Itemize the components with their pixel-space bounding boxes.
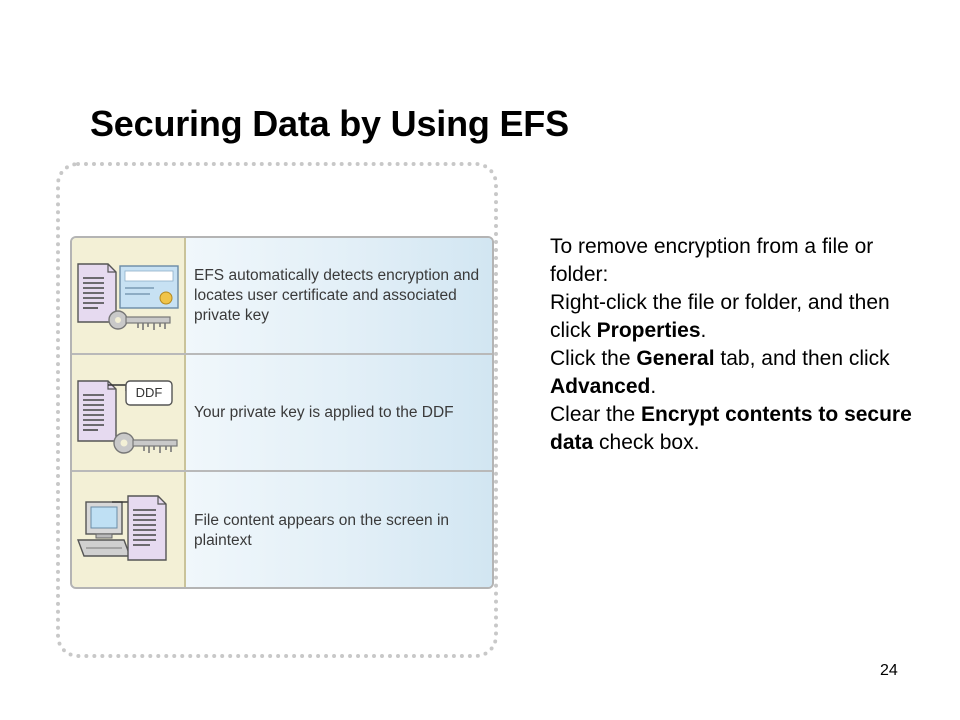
step-text-cell-1: EFS automatically detects encryption and…	[186, 238, 492, 353]
diagram-row-1: EFS automatically detects encryption and…	[72, 238, 492, 355]
step-text-cell-3: File content appears on the screen in pl…	[186, 472, 492, 587]
efs-diagram: EFS automatically detects encryption and…	[70, 236, 494, 589]
text-run: .	[700, 319, 707, 342]
text-run: Right-click the file or folder, and then…	[550, 291, 890, 342]
diagram-row-2: DDF Your private key is applied to the D…	[72, 355, 492, 472]
icon-cell-3	[72, 472, 186, 587]
text-run: .	[650, 375, 657, 398]
text-run: check box.	[593, 431, 700, 454]
step-text: Your private key is applied to the DDF	[194, 403, 454, 421]
instructions-intro: To remove encryption from a file or fold…	[550, 235, 874, 286]
general-term: General	[636, 347, 715, 370]
step-text: EFS automatically detects encryption and…	[194, 266, 480, 324]
document-certificate-key-icon	[77, 263, 179, 330]
icon-cell-1	[72, 238, 186, 353]
advanced-term: Advanced	[550, 375, 651, 398]
icon-cell-2: DDF	[72, 355, 186, 470]
dotted-frame	[56, 162, 498, 658]
computer-document-icon	[76, 495, 167, 561]
step-text: File content appears on the screen in pl…	[194, 511, 450, 549]
encrypt-contents-term: Encrypt contents to secure data	[550, 403, 912, 454]
properties-term: Properties	[596, 319, 701, 342]
document-ddf-key-icon	[77, 380, 178, 454]
text-run: Clear the	[550, 403, 642, 426]
step-text-cell-2: Your private key is applied to the DDF	[186, 355, 492, 470]
ddf-label: DDF	[135, 385, 163, 400]
page-number: 24	[880, 662, 898, 679]
text-run: Click the	[550, 347, 637, 370]
diagram-row-3: File content appears on the screen in pl…	[72, 472, 492, 587]
slide-title: Securing Data by Using EFS	[90, 103, 569, 144]
instructions-text: To remove encryption from a file or fold…	[550, 233, 920, 457]
instructions-step-2: Click the General tab, and then click Ad…	[550, 345, 920, 401]
instructions-step-1: Right-click the file or folder, and then…	[550, 289, 920, 345]
text-run: tab, and then click	[714, 347, 890, 370]
instructions-step-3: Clear the Encrypt contents to secure dat…	[550, 401, 920, 457]
